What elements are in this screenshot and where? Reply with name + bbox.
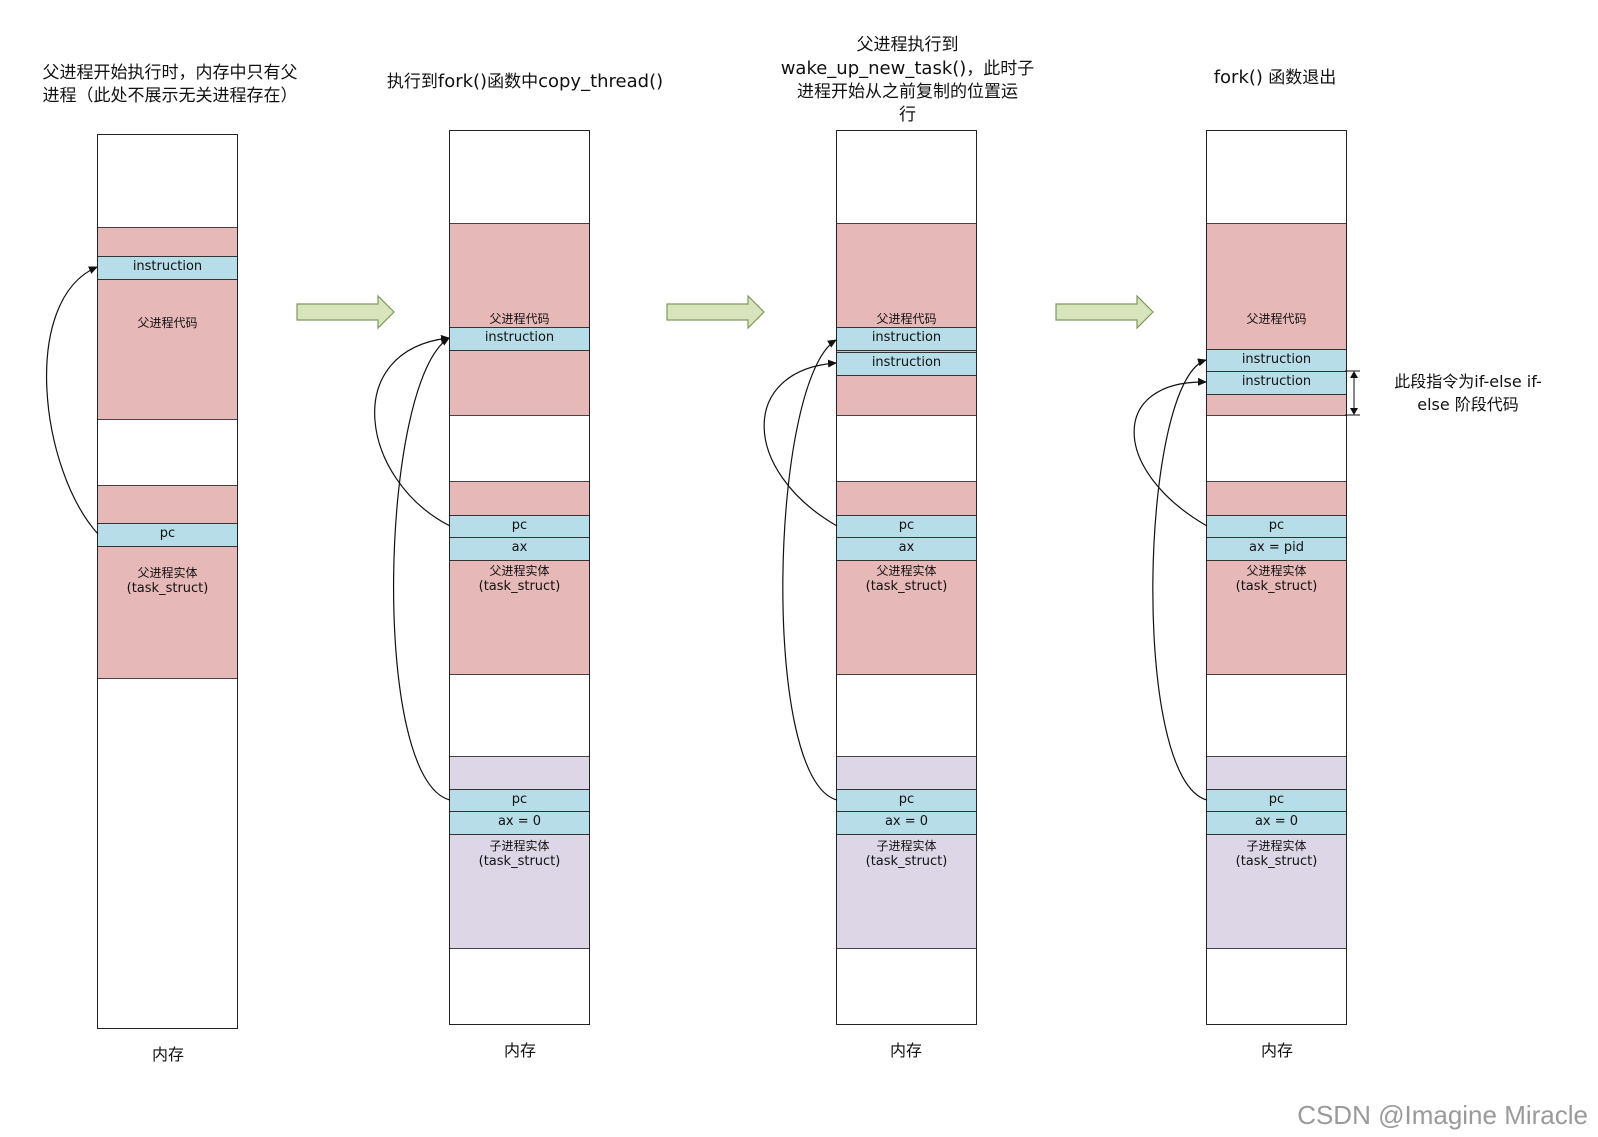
ax-cell: ax (450, 537, 589, 561)
pc-cell: pc (837, 515, 976, 539)
child-pc-curve-4 (1152, 358, 1208, 801)
pc-cell: pc (450, 515, 589, 539)
parent-entity-struct: (task_struct) (1235, 579, 1318, 594)
pc-cell: pc (98, 523, 237, 547)
caption-stage-2-fork: fork() (437, 71, 488, 92)
caption-stage-2: 执行到fork()函数中copy_thread() (370, 70, 680, 94)
note-code-1: if-else if- (1474, 372, 1542, 391)
parent-code-label: 父进程代码 (137, 316, 198, 330)
caption-stage-3-line-3: 进程开始从之前复制的位置运 (797, 82, 1018, 102)
child-entity-label: 子进程实体 (task_struct) (837, 838, 976, 870)
bracket-arrow-bottom (1350, 408, 1358, 415)
child-entity-title: 子进程实体 (876, 839, 937, 853)
parent-code-label: 父进程代码 (1246, 312, 1307, 326)
stage-arrow-2 (666, 294, 765, 330)
memory-label-3: 内存 (889, 1041, 922, 1060)
child-entity-label: 子进程实体 (task_struct) (1207, 838, 1346, 870)
caption-stage-3-line-4: 行 (899, 105, 916, 125)
caption-stage-4: fork() 函数退出 (1180, 66, 1370, 90)
child-ax-cell: ax = 0 (837, 811, 976, 835)
parent-entity-title: 父进程实体 (489, 564, 550, 578)
child-entity-label: 子进程实体 (task_struct) (450, 838, 589, 870)
note-suffix: 阶段代码 (1449, 395, 1519, 414)
caption-stage-2-copy-thread: copy_thread() (538, 71, 664, 92)
parent-pc-curve-4 (1133, 377, 1208, 527)
parent-entity-segment (1207, 481, 1346, 675)
memory-column-1: instruction 父进程代码 pc 父进程实体 (task_struct) (97, 134, 238, 1029)
parent-code-label: 父进程代码 (489, 312, 550, 326)
caption-stage-3: 父进程执行到 wake_up_new_task()，此时子 进程开始从之前复制的… (770, 34, 1045, 127)
child-pc-curve-2 (393, 337, 451, 801)
memory-label-1: 内存 (151, 1045, 184, 1064)
parent-entity-segment (98, 485, 237, 679)
instruction-cell-1: instruction (837, 327, 976, 351)
parent-code-segment (837, 223, 976, 416)
bracket-arrow-top (1350, 371, 1358, 378)
caption-stage-2-prefix: 执行到 (386, 72, 438, 92)
child-entity-segment (837, 756, 976, 949)
child-ax-cell: ax = 0 (450, 811, 589, 835)
memory-column-3: 父进程代码 instruction instruction pc ax 父进程实… (836, 130, 977, 1025)
parent-entity-title: 父进程实体 (1246, 564, 1307, 578)
note-code-2: else (1417, 395, 1450, 414)
instruction-cell: instruction (98, 256, 237, 280)
parent-entity-struct: (task_struct) (865, 579, 948, 594)
caption-stage-3-after: ，此时子 (966, 59, 1035, 79)
memory-label-4: 内存 (1260, 1041, 1293, 1060)
memory-column-2: 父进程代码 instruction pc ax 父进程实体 (task_stru… (449, 130, 590, 1025)
caption-stage-3-line-1: 父进程执行到 (856, 35, 959, 55)
parent-entity-title: 父进程实体 (876, 564, 937, 578)
child-entity-struct: (task_struct) (1235, 854, 1318, 869)
parent-entity-title: 父进程实体 (137, 566, 198, 580)
parent-entity-label: 父进程实体 (task_struct) (98, 565, 237, 597)
child-ax-cell: ax = 0 (1207, 811, 1346, 835)
ax-cell: ax (837, 537, 976, 561)
caption-stage-1-line-1: 父进程开始执行时，内存中只有父 (42, 63, 298, 83)
child-entity-struct: (task_struct) (478, 854, 561, 869)
parent-code-label: 父进程代码 (876, 312, 937, 326)
ax-pid-cell: ax = pid (1207, 537, 1346, 561)
parent-pc-curve-3 (763, 359, 838, 527)
parent-code-segment (450, 223, 589, 416)
stage-arrow-3 (1055, 294, 1154, 330)
pc-to-instruction-curve-1 (46, 266, 99, 535)
memory-column-4: 父进程代码 instruction instruction pc ax = pi… (1206, 130, 1347, 1025)
caption-stage-1-line-2: 进程（此处不展示无关进程存在） (42, 86, 298, 106)
parent-entity-label: 父进程实体 (task_struct) (1207, 563, 1346, 595)
parent-entity-segment (450, 481, 589, 675)
caption-stage-3-wake: wake_up_new_task() (780, 58, 967, 79)
parent-entity-struct: (task_struct) (478, 579, 561, 594)
note-prefix: 此段指令为 (1394, 372, 1475, 391)
parent-pc-curve-2 (374, 334, 451, 527)
caption-stage-4-rest: 函数退出 (1262, 68, 1337, 88)
child-entity-struct: (task_struct) (865, 854, 948, 869)
instruction-cell-2: instruction (1207, 371, 1346, 395)
child-entity-title: 子进程实体 (1246, 839, 1307, 853)
parent-entity-label: 父进程实体 (task_struct) (837, 563, 976, 595)
instruction-cell: instruction (450, 327, 589, 351)
parent-entity-segment (837, 481, 976, 675)
if-else-note: 此段指令为if-else if- else 阶段代码 (1368, 370, 1568, 416)
parent-entity-label: 父进程实体 (task_struct) (450, 563, 589, 595)
parent-entity-struct: (task_struct) (126, 581, 209, 596)
memory-label-2: 内存 (503, 1041, 536, 1060)
child-entity-segment (450, 756, 589, 949)
caption-stage-2-mid: 函数中 (487, 72, 539, 92)
caption-stage-1: 父进程开始执行时，内存中只有父 进程（此处不展示无关进程存在） (20, 62, 320, 108)
child-entity-segment (1207, 756, 1346, 949)
watermark: CSDN @Imagine Miracle (1297, 1100, 1588, 1130)
child-entity-title: 子进程实体 (489, 839, 550, 853)
instruction-cell-2: instruction (837, 352, 976, 376)
stage-arrow-1 (296, 294, 395, 330)
caption-stage-4-fork: fork() (1213, 67, 1263, 88)
child-pc-curve-3 (782, 339, 838, 801)
